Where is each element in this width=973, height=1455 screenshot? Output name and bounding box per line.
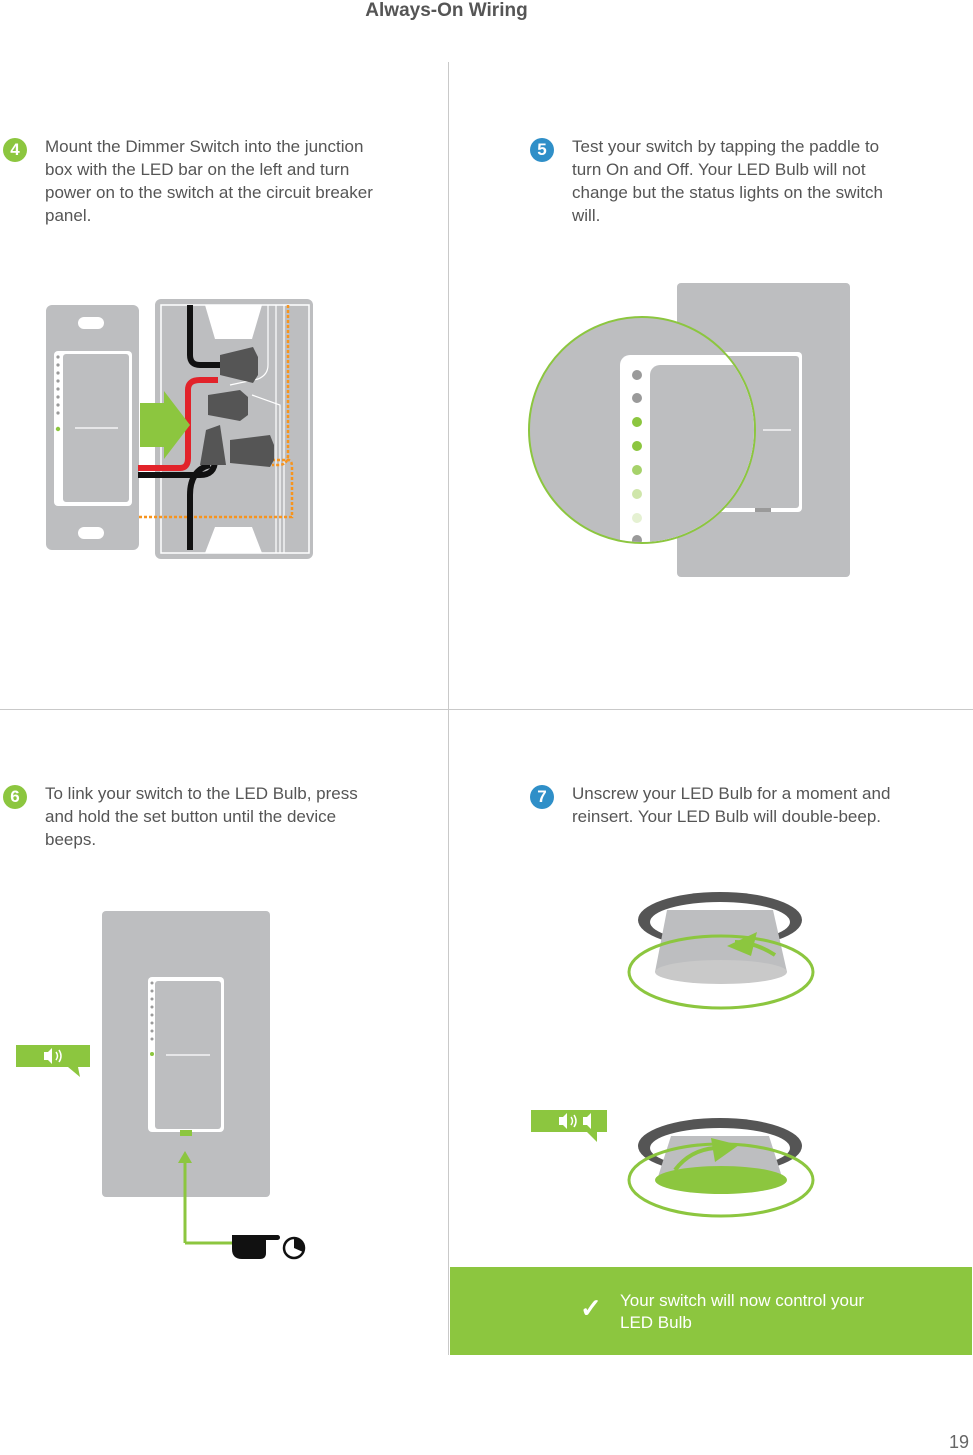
switch-test-illustration: [528, 283, 850, 577]
wiring-illustration: [46, 299, 313, 559]
step-5-text: Test your switch by tapping the paddle t…: [572, 137, 883, 225]
set-button: [180, 1130, 192, 1136]
page-number: 19: [948, 1432, 969, 1452]
arrow-icon: [140, 391, 190, 459]
step-7-text: Unscrew your LED Bulb for a moment and r…: [572, 784, 891, 826]
vertical-divider: [448, 62, 449, 1355]
confirmation-banner: [450, 1267, 972, 1355]
speaker-sound-icon: [16, 1045, 90, 1077]
step-7: 7 Unscrew your LED Bulb for a moment and…: [530, 782, 910, 828]
speaker-sound-icon: [531, 1110, 607, 1142]
timer-icon: [282, 1236, 306, 1260]
step-7-badge: 7: [530, 785, 554, 809]
step-5: 5 Test your switch by tapping the paddle…: [530, 135, 910, 227]
arrow-icon: [727, 932, 757, 956]
confirmation-text: Your switch will now control your LED Bu…: [620, 1291, 865, 1332]
step-5-badge: 5: [530, 138, 554, 162]
step-4-badge: 4: [3, 138, 27, 162]
bulb-reinsert-illustration: [531, 892, 815, 1218]
step-4: 4 Mount the Dimmer Switch into the junct…: [3, 135, 383, 227]
page-title: Always-On Wiring: [365, 0, 528, 21]
horizontal-divider: [0, 709, 973, 710]
step-6-badge: 6: [3, 785, 27, 809]
set-button-illustration: [16, 911, 306, 1260]
step-6-text: To link your switch to the LED Bulb, pre…: [45, 784, 358, 849]
step-6: 6 To link your switch to the LED Bulb, p…: [3, 782, 383, 851]
checkmark-icon: ✓: [580, 1293, 602, 1323]
arrow-icon: [711, 1138, 739, 1162]
step-4-text: Mount the Dimmer Switch into the junctio…: [45, 137, 373, 225]
pointing-hand-icon: [232, 1235, 280, 1259]
